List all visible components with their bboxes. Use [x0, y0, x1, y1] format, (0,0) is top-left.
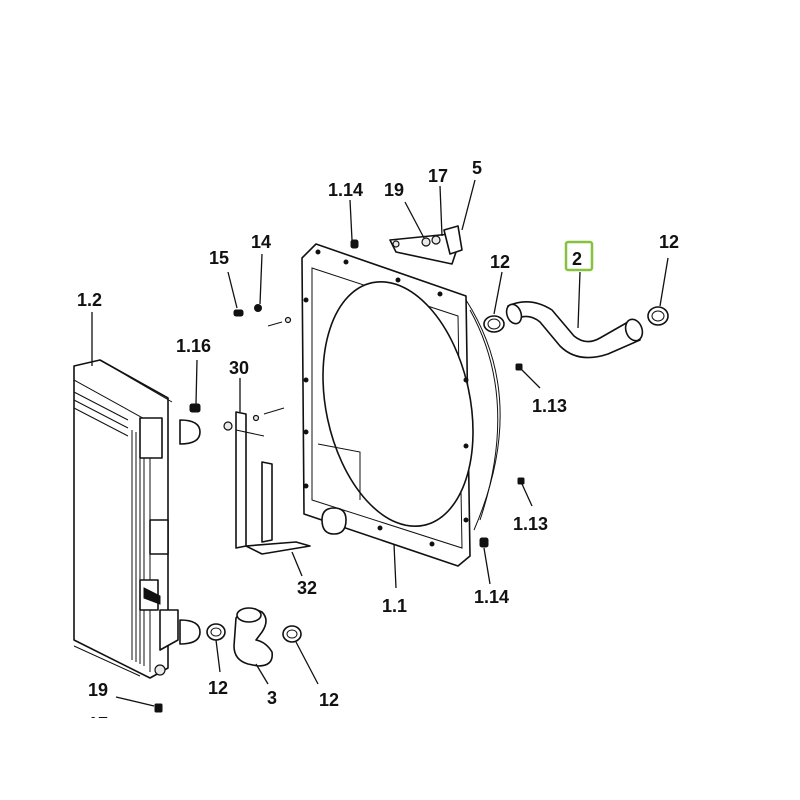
callout-labels: 1.14 19 17 5 12 2 12 14 15 1.2 1.16 30 1…: [77, 158, 679, 734]
callout-1-14-bottom[interactable]: 1.14: [474, 587, 509, 607]
callout-19-bottom[interactable]: 19: [88, 680, 108, 700]
callout-1-14-top[interactable]: 1.14: [328, 180, 363, 200]
fan-shroud: [301, 243, 501, 567]
callout-17-top[interactable]: 17: [428, 166, 448, 186]
callout-15[interactable]: 15: [209, 248, 229, 268]
highlight-box[interactable]: [564, 240, 594, 272]
callout-1-2[interactable]: 1.2: [77, 290, 102, 310]
callout-1-16[interactable]: 1.16: [176, 336, 211, 356]
callout-1-13-upper[interactable]: 1.13: [532, 396, 567, 416]
callout-32[interactable]: 32: [297, 578, 317, 598]
callout-19-top[interactable]: 19: [384, 180, 404, 200]
callout-1-13-lower[interactable]: 1.13: [513, 514, 548, 534]
support-bracket: [223, 407, 311, 555]
callout-12-bottom-right[interactable]: 12: [319, 690, 339, 710]
callout-12-top-mid[interactable]: 12: [490, 252, 510, 272]
callout-5[interactable]: 5: [472, 158, 482, 178]
callout-3[interactable]: 3: [267, 688, 277, 708]
callout-12-top-right[interactable]: 12: [659, 232, 679, 252]
radiator-assembly: [73, 359, 201, 679]
upper-radiator-hose: [483, 301, 669, 359]
callout-2[interactable]: 2: [572, 249, 582, 269]
bottom-mask: [0, 718, 800, 800]
leader-lines: [91, 179, 669, 707]
callout-12-bottom-left[interactable]: 12: [208, 678, 228, 698]
callout-30[interactable]: 30: [229, 358, 249, 378]
lower-radiator-hose: [206, 607, 302, 667]
fasteners: [154, 239, 525, 713]
callout-1-1[interactable]: 1.1: [382, 596, 407, 616]
upper-bracket: [389, 225, 463, 265]
callout-14[interactable]: 14: [251, 232, 271, 252]
